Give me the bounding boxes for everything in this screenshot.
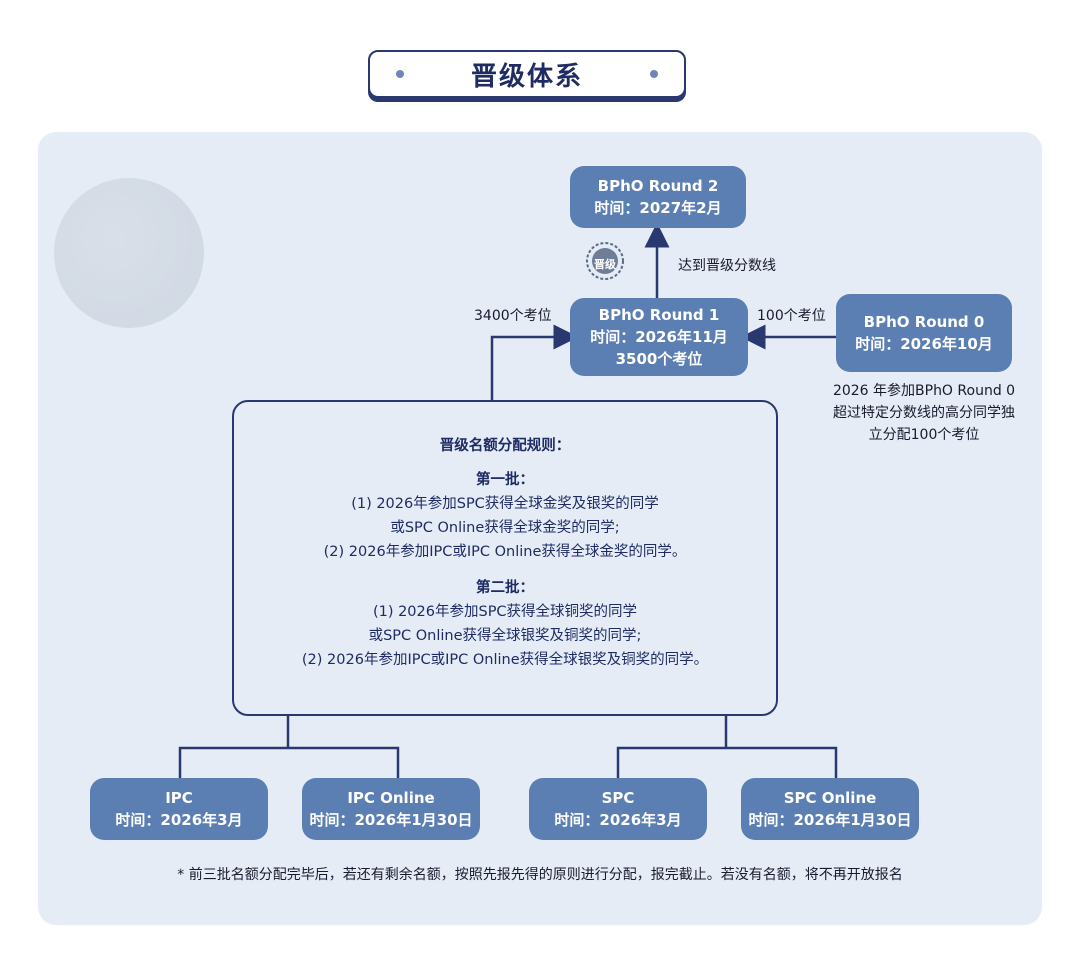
- round1-box: BPhO Round 1 时间：2026年11月 3500个考位: [570, 298, 748, 376]
- batch2-line: 或SPC Online获得全球银奖及铜奖的同学;: [368, 628, 642, 644]
- arrow-rules-r1: [490, 324, 579, 400]
- title-dot-right: [650, 70, 658, 78]
- page-title: 晋级体系: [470, 61, 583, 92]
- branch-spc: [616, 746, 838, 780]
- allocation-rules-box: 晋级名额分配规则： 第一批： (1) 2026年参加SPC获得全球金奖及银奖的同…: [232, 400, 778, 716]
- comp-time: 时间：2026年3月: [554, 811, 682, 829]
- seal-text: 晋级: [594, 258, 616, 271]
- left-seats-label: 3400个考位: [474, 308, 552, 324]
- round2-box: BPhO Round 2 时间：2027年2月: [570, 166, 746, 228]
- right-seats-label: 100个考位: [757, 308, 826, 324]
- title-dot-left: [396, 70, 404, 78]
- round0-desc-line: 立分配100个考位: [868, 427, 980, 443]
- comp-name: SPC: [601, 789, 635, 807]
- comp-name: IPC: [165, 789, 193, 807]
- round1-name: BPhO Round 1: [598, 306, 720, 324]
- branch-ipc: [178, 746, 400, 780]
- batch1-line: (1) 2026年参加SPC获得全球金奖及银奖的同学: [351, 496, 659, 512]
- round1-time: 时间：2026年11月: [590, 328, 728, 346]
- round1-seats: 3500个考位: [615, 350, 703, 368]
- round0-box: BPhO Round 0 时间：2026年10月: [836, 294, 1012, 372]
- comp-spc-box: SPC 时间：2026年3月: [529, 778, 707, 840]
- comp-name: IPC Online: [347, 789, 435, 807]
- round0-desc-line: 2026 年参加BPhO Round 0: [832, 383, 1016, 399]
- footnote: * 前三批名额分配完毕后，若还有剩余名额，按照先报先得的原则进行分配，报完截止。…: [177, 867, 903, 883]
- comp-time: 时间：2026年3月: [115, 811, 243, 829]
- rules-heading: 晋级名额分配规则：: [439, 438, 571, 454]
- comp-time: 时间：2026年1月30日: [748, 811, 912, 829]
- round0-description: 2026 年参加BPhO Round 0 超过特定分数线的高分同学独 立分配10…: [812, 380, 1036, 446]
- batch1-line: 或SPC Online获得全球金奖的同学;: [390, 520, 620, 536]
- batch2-title: 第二批：: [476, 580, 534, 596]
- batch2-line: (1) 2026年参加SPC获得全球铜奖的同学: [372, 604, 638, 620]
- advance-label: 达到晋级分数线: [678, 258, 776, 274]
- advance-seal-icon: [586, 242, 624, 280]
- comp-spc-online-box: SPC Online 时间：2026年1月30日: [741, 778, 919, 840]
- round0-desc-line: 超过特定分数线的高分同学独: [833, 405, 1015, 421]
- round2-time: 时间：2027年2月: [594, 199, 722, 217]
- round2-name: BPhO Round 2: [597, 177, 719, 195]
- batch1-title: 第一批：: [476, 472, 534, 488]
- batch2-line: (2) 2026年参加IPC或IPC Online获得全球银奖及铜奖的同学。: [301, 652, 709, 668]
- comp-ipc-box: IPC 时间：2026年3月: [90, 778, 268, 840]
- title-banner: 晋级体系: [368, 50, 686, 98]
- round0-time: 时间：2026年10月: [855, 335, 993, 353]
- comp-time: 时间：2026年1月30日: [309, 811, 473, 829]
- comp-name: SPC Online: [783, 789, 877, 807]
- comp-ipc-online-box: IPC Online 时间：2026年1月30日: [302, 778, 480, 840]
- round0-name: BPhO Round 0: [863, 313, 985, 331]
- batch1-line: (2) 2026年参加IPC或IPC Online获得全球金奖的同学。: [323, 544, 687, 560]
- decorative-globe: [54, 178, 204, 328]
